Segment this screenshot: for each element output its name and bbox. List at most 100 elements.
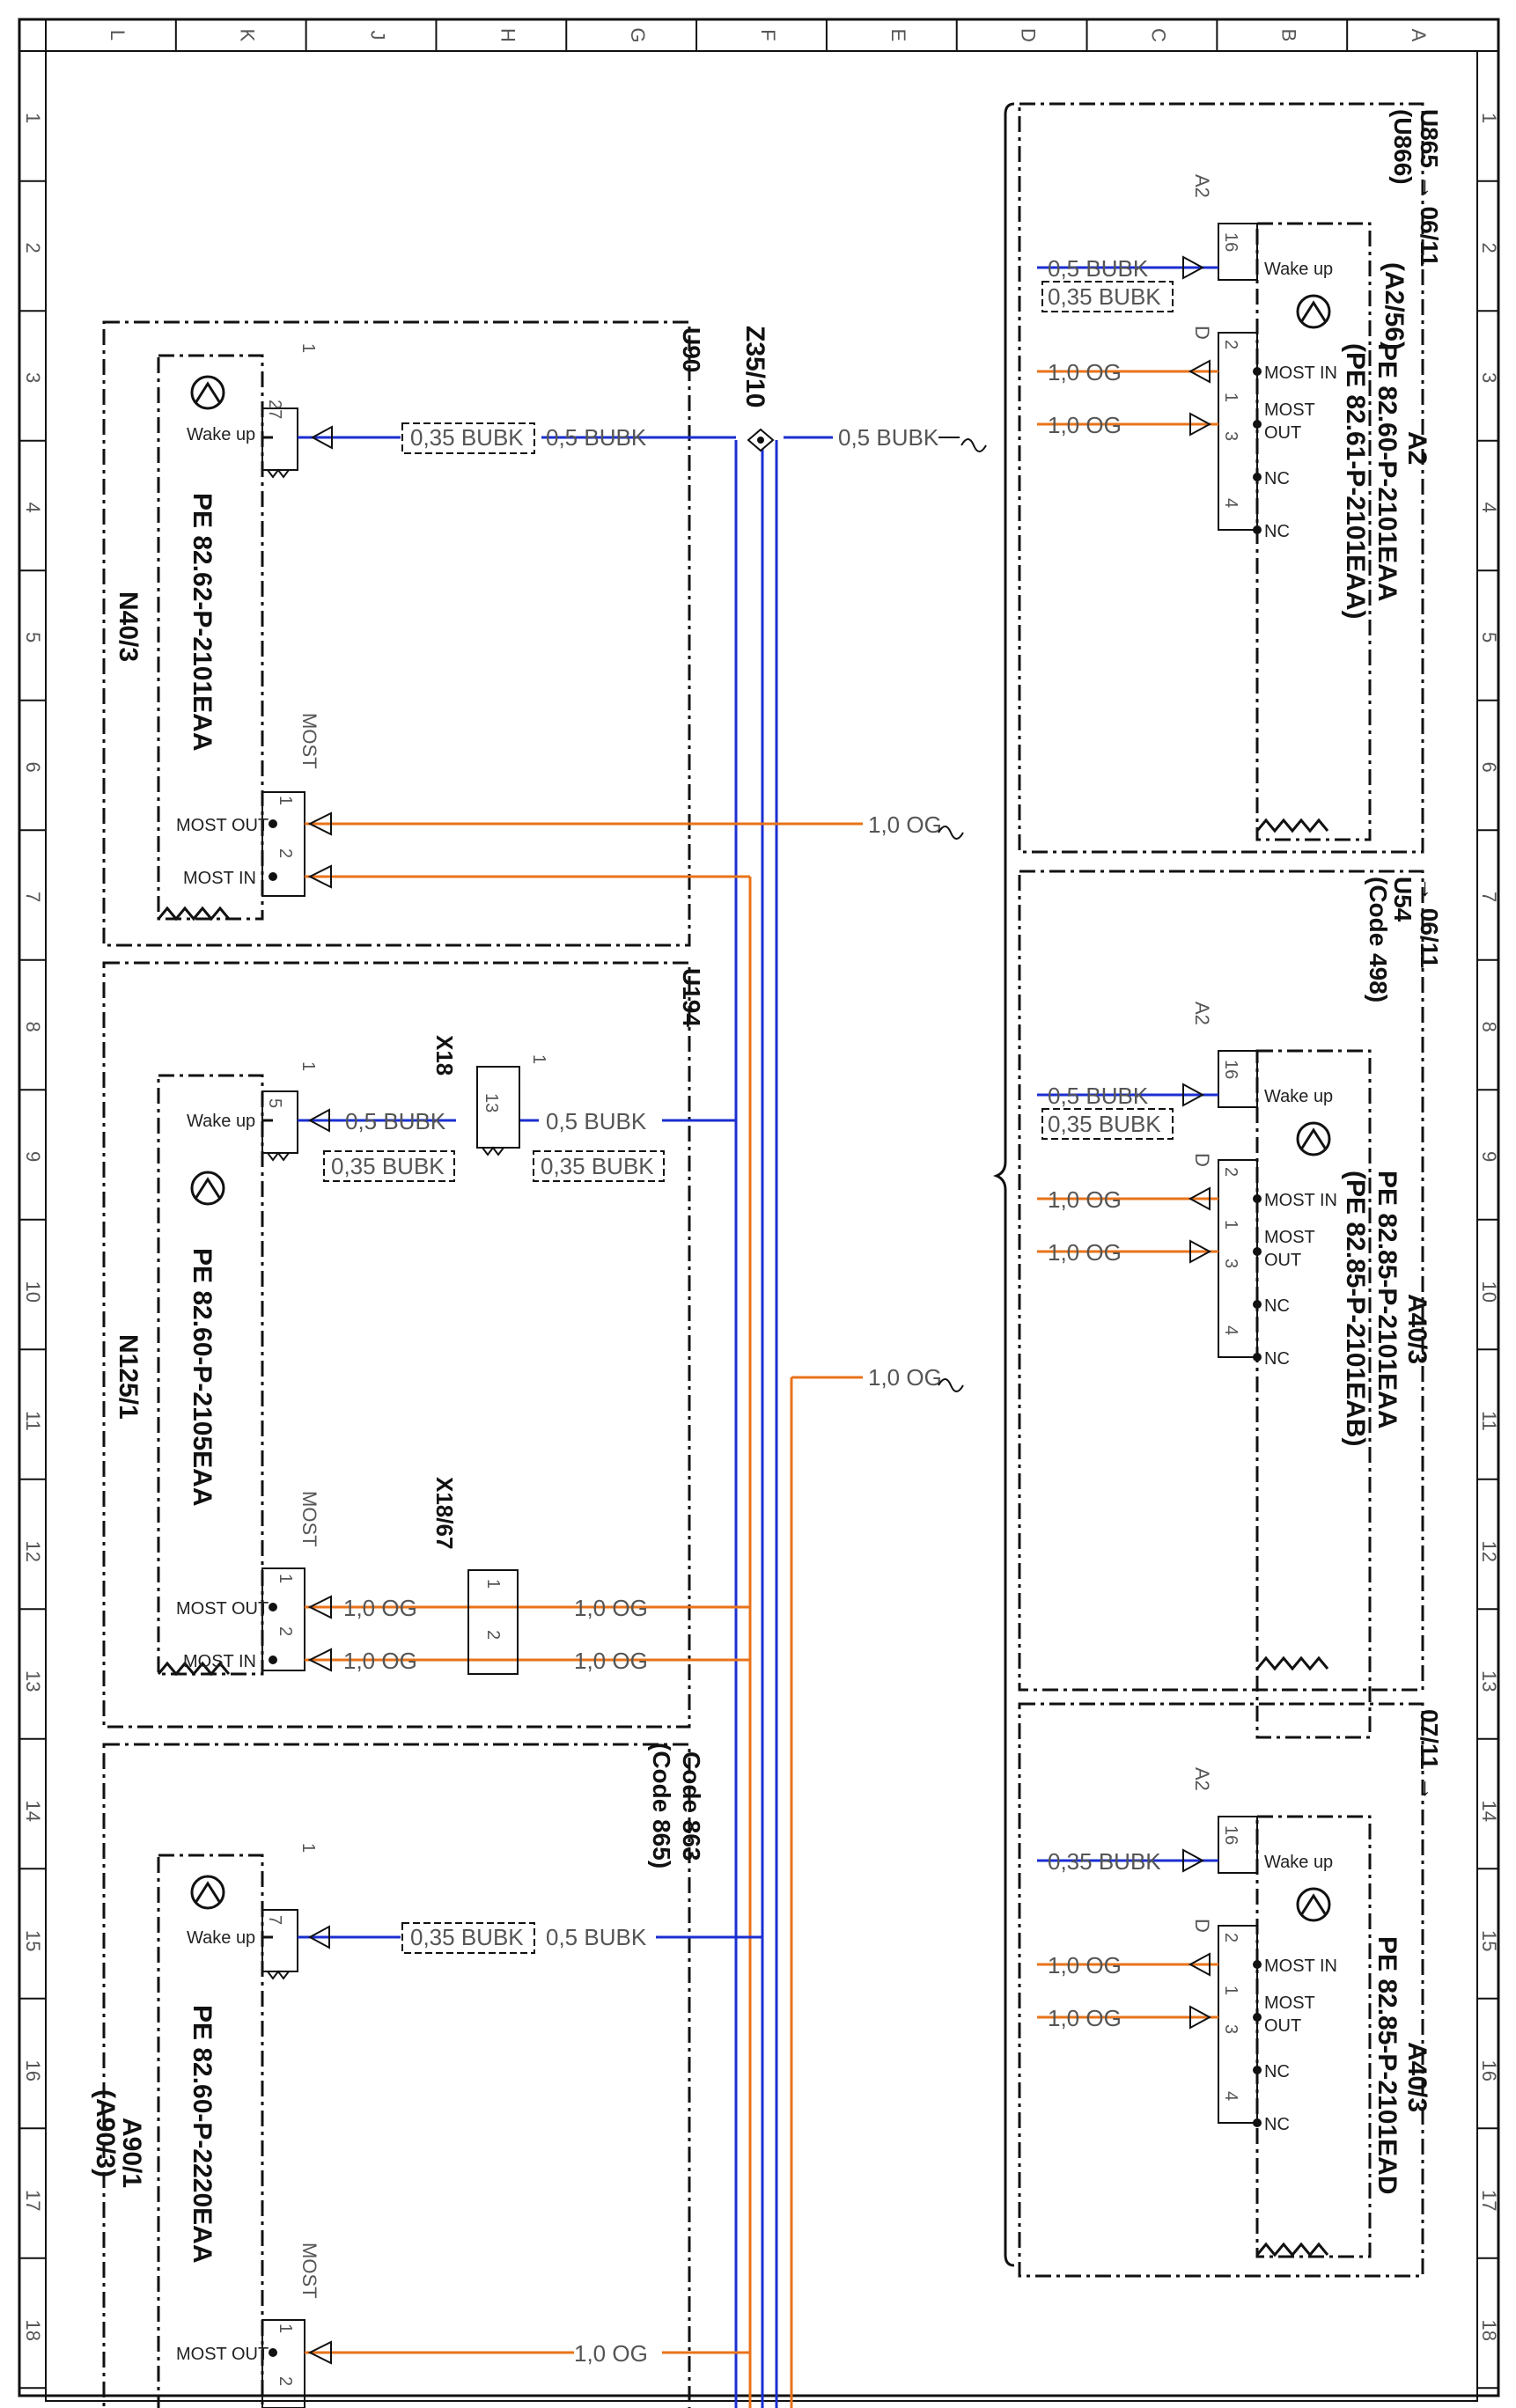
pin-2: 2 (1221, 1933, 1240, 1942)
pin-1: 1 (1221, 393, 1240, 402)
grid-row-label-right: 12 (1478, 1541, 1500, 1562)
module-code-863 (102, 1743, 762, 2408)
ref-label: PE 82.60-P-2101EAA (1372, 343, 1402, 602)
most-out-label-b: OUT (1264, 1251, 1301, 1270)
wake-wire-label: 0,5 BUBK (1048, 1083, 1149, 1109)
grid-col-label: E (887, 29, 909, 42)
n125-1-pin2: 2 (276, 1626, 295, 1636)
nc-label-2: NC (1264, 1349, 1290, 1369)
most-in-wire-label: 1,0 OG (1048, 1952, 1122, 1979)
n125-1-most-out: MOST OUT (176, 1599, 269, 1619)
wake-wire-alt-label: 0,35 BUBK (1048, 1111, 1161, 1137)
n125-1-most-w2: 1,0 OG (343, 1648, 417, 1674)
n125-1-ref: PE 82.60-P-2105EAA (188, 1248, 217, 1507)
grid-row-label-right: 18 (1478, 2320, 1500, 2341)
pin-3: 3 (1221, 1259, 1240, 1268)
grid-col-label: G (627, 27, 649, 42)
a90-1-most-wire: 1,0 OG (574, 2340, 648, 2367)
most-in-label: MOST IN (1264, 1956, 1337, 1976)
ref-label-2: (PE 82.61-P-2101EAA) (1341, 343, 1370, 619)
code-863-label: Code 863 (678, 1751, 705, 1861)
n125-1-conn: 1 (298, 1061, 318, 1071)
n125-1-most-conn: MOST (298, 1491, 320, 1547)
grid-row-label-left: 10 (22, 1281, 44, 1303)
n40-3-ref: PE 82.62-P-2101EAA (188, 493, 217, 752)
pin-1: 1 (1221, 1220, 1240, 1230)
u194-box-label: U194 (678, 968, 705, 1027)
n40-3-most-in: MOST IN (183, 869, 256, 888)
box-label: 07/11 → (1416, 1709, 1443, 1801)
grid-col-label: B (1277, 29, 1299, 42)
grid-row-label-right: 14 (1478, 1801, 1500, 1822)
grid-row-label-left: 15 (22, 1930, 44, 1951)
og-right-wire: 1,0 OG (868, 1364, 942, 1391)
grid-col-label: H (497, 28, 519, 42)
box-label-2: U54 (1389, 877, 1417, 922)
wake-label: Wake up (1264, 1853, 1333, 1872)
x1867-p1: 1 (483, 1579, 503, 1589)
grid-row-label-left: 16 (22, 2060, 44, 2081)
box-label-2: (U866) (1389, 109, 1417, 185)
bus-label: Z35/10 (740, 326, 769, 407)
grid-row-label-right: 4 (1478, 503, 1500, 513)
a90-1-wake: Wake up (187, 1928, 255, 1948)
wake-wire-alt-label: 0,35 BUBK (1048, 283, 1161, 310)
n125-1-most-w3: 1,0 OG (574, 1595, 648, 1621)
group-brace (992, 102, 1015, 2267)
nc-label: NC (1264, 1296, 1290, 1316)
n125-1-name: N125/1 (114, 1334, 143, 1420)
grid-col-label: D (1018, 28, 1040, 42)
grid-row-label-right: 7 (1478, 892, 1500, 902)
most-out-wire-label: 1,0 OG (1048, 412, 1122, 438)
a90-1-ref: PE 82.60-P-2220EAA (188, 2005, 217, 2264)
module-name: A40/3 (1402, 1294, 1431, 1364)
most-out-wire-label: 1,0 OG (1048, 2005, 1122, 2031)
n125-1-wire-right-alt: 0,35 BUBK (541, 1153, 654, 1179)
grid-row-label-left: 17 (22, 2190, 44, 2211)
grid-col-label: K (237, 29, 259, 42)
module-name-2: (A2/56) (1380, 262, 1409, 350)
grid-row-label-right: 11 (1478, 1411, 1500, 1431)
code-865-label: (Code 865) (648, 1743, 675, 1868)
grid-row-label-left: 5 (22, 632, 44, 642)
pin-16: 16 (1221, 232, 1240, 252)
grid-col-label: J (367, 31, 389, 40)
most-in-label: MOST IN (1264, 1191, 1337, 1210)
grid-row-label-left: 9 (22, 1151, 44, 1162)
box-label-3: (Code 498) (1365, 877, 1392, 1002)
ref-label: PE 82.85-P-2101EAA (1372, 1171, 1402, 1429)
pin-4: 4 (1221, 2091, 1240, 2101)
module-u90 (102, 320, 863, 947)
pin-3: 3 (1221, 431, 1240, 441)
pin-2: 2 (1221, 1167, 1240, 1177)
n40-3-pin1: 1 (276, 796, 295, 805)
n40-3-wire-outer: 0,5 BUBK (546, 424, 647, 451)
n40-3-conn: 1 (298, 343, 318, 353)
wake-label: Wake up (1264, 260, 1333, 279)
grid-row-label-left: 7 (22, 892, 44, 902)
n40-3-most-out: MOST OUT (176, 816, 269, 835)
nc-label-2: NC (1264, 2115, 1290, 2134)
n125-1-most-w1: 1,0 OG (343, 1595, 417, 1621)
a90-1-most-out: MOST OUT (176, 2345, 269, 2364)
u90-box-label: U90 (678, 327, 705, 372)
grid-row-label-right: 16 (1478, 2060, 1500, 2081)
n125-1-wire-left: 0,5 BUBK (345, 1108, 446, 1134)
a90-1-name: A90/1 (117, 2118, 146, 2188)
grid-row-label-left: 2 (22, 243, 44, 253)
n40-3-wire-inner: 0,35 BUBK (410, 424, 524, 451)
grid-row-label-left: 14 (22, 1801, 44, 1822)
conn-d-label: D (1191, 326, 1213, 340)
most-out-wire-label: 1,0 OG (1048, 1239, 1122, 1266)
a90-1-pin1: 1 (276, 2324, 295, 2333)
x1867-p2: 2 (483, 1630, 503, 1640)
box-label: → 06/11 (1416, 877, 1443, 968)
x18-label: X18 (431, 1035, 458, 1076)
grid-row-label-left: 6 (22, 762, 44, 773)
pin-2: 2 (1221, 340, 1240, 349)
